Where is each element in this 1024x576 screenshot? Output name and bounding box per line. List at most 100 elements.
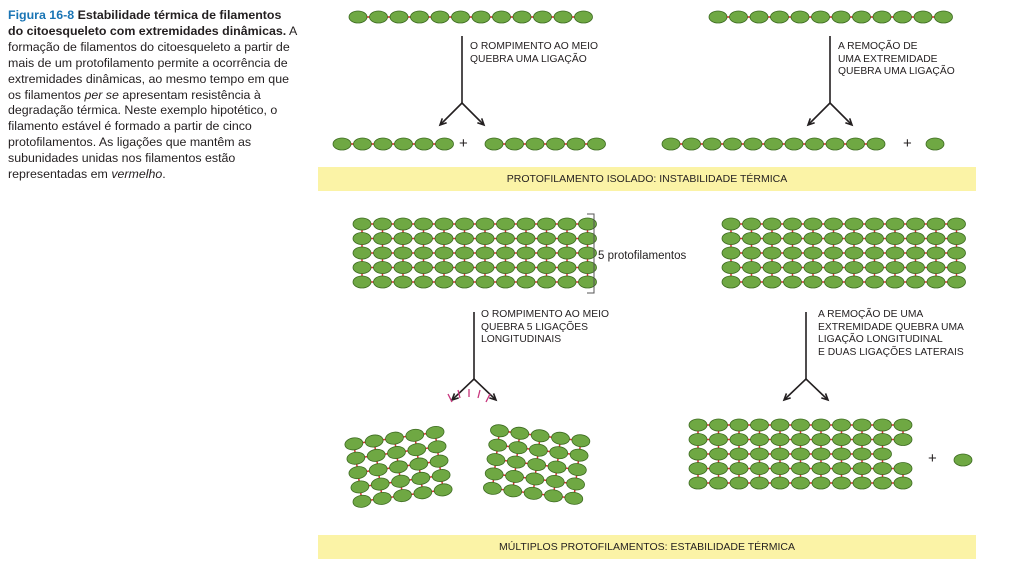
subunit — [455, 261, 474, 274]
subunit — [451, 10, 470, 24]
caption-italic-2: vermelho — [111, 167, 163, 182]
subunit — [844, 232, 864, 245]
arrow-branch — [805, 378, 829, 401]
arrowhead — [821, 393, 830, 402]
subunit — [913, 10, 933, 24]
subunit — [885, 232, 905, 245]
subunit — [688, 476, 708, 490]
subunit — [872, 10, 892, 24]
subunit — [803, 261, 823, 274]
subunit — [742, 246, 761, 260]
plus-sign-bottom: + — [928, 450, 937, 467]
subunit — [947, 217, 966, 231]
subunit — [389, 10, 409, 24]
arrow-top-right — [806, 36, 854, 127]
arrow-bottom-right — [782, 312, 830, 402]
subunit — [721, 232, 741, 245]
subunit — [729, 433, 749, 446]
subunit — [508, 441, 528, 455]
subunit — [865, 217, 884, 231]
subunit — [385, 431, 404, 445]
arrowhead — [806, 118, 815, 127]
subunit — [551, 431, 570, 445]
subunit — [866, 137, 886, 151]
subunit — [496, 261, 515, 274]
subunit — [831, 10, 851, 24]
subunit — [490, 424, 509, 438]
subunit — [506, 455, 526, 469]
subunit — [373, 217, 392, 231]
subunit — [865, 232, 884, 245]
protofilament-bracket — [587, 213, 595, 294]
subunit — [750, 476, 769, 490]
subunit — [394, 137, 413, 151]
subunit — [893, 476, 913, 490]
subunit — [484, 467, 504, 481]
subunit — [846, 137, 865, 151]
subunit — [525, 137, 545, 151]
subunit — [475, 275, 495, 289]
subunit — [387, 446, 406, 459]
subunit — [844, 246, 864, 260]
subunit — [893, 462, 913, 475]
subunit — [832, 476, 851, 490]
subunit — [434, 261, 454, 274]
subunit — [832, 418, 851, 432]
filament-bottom-left — [352, 217, 597, 289]
arrowhead — [489, 393, 498, 402]
subunit — [364, 434, 384, 448]
subunit — [729, 462, 749, 475]
subunit — [947, 246, 966, 260]
subunit — [564, 491, 584, 505]
subunit — [435, 137, 454, 151]
subunit — [682, 137, 701, 151]
arrowhead — [450, 393, 459, 402]
spark-line — [447, 393, 453, 403]
subunit — [811, 418, 831, 432]
subunit — [578, 232, 597, 245]
subunit — [885, 246, 905, 260]
subunit — [350, 480, 370, 494]
fragment-top-left-b — [484, 137, 606, 151]
arrow-branch — [451, 378, 475, 401]
subunit — [791, 447, 810, 461]
subunit — [721, 261, 741, 274]
subunit — [503, 484, 523, 498]
subunit — [516, 261, 536, 274]
subunit — [865, 246, 884, 260]
subunit — [537, 261, 556, 274]
subunit — [405, 428, 425, 442]
subunit — [742, 232, 761, 245]
subunit — [906, 261, 925, 274]
subunit — [516, 232, 536, 245]
subunit — [545, 474, 565, 488]
subunit — [455, 217, 474, 231]
subunit — [709, 447, 728, 461]
subunit — [893, 433, 913, 446]
subunit — [393, 261, 413, 274]
subunit — [811, 447, 831, 461]
subunit — [844, 275, 864, 289]
broken-half-right — [483, 424, 591, 505]
subunit — [332, 137, 352, 151]
subunit — [537, 275, 556, 289]
subunit — [544, 489, 563, 503]
subunit — [762, 246, 782, 260]
subunit — [393, 489, 412, 503]
bottom-left-label-line-3: longitudinais — [481, 334, 562, 345]
subunit — [496, 217, 515, 231]
banner-multiple-protofilaments: MÚLTIPLOS PROTOFILAMENTOS: ESTABILIDADE … — [318, 535, 976, 559]
bottom-left-label-line-2: quebra 5 ligações — [481, 321, 589, 333]
bottom-right-label-line-3: ligação longitudinal — [818, 334, 943, 345]
subunit — [906, 275, 925, 289]
caption-text-1: A formação de filamentos do citoesquelet… — [8, 23, 297, 102]
arrowhead — [845, 118, 854, 127]
subunit — [587, 137, 606, 151]
subunit — [783, 261, 802, 274]
subunit — [852, 462, 872, 475]
subunit — [824, 261, 843, 274]
subunit — [411, 471, 431, 485]
subunit — [549, 446, 569, 460]
subunit — [750, 433, 769, 446]
